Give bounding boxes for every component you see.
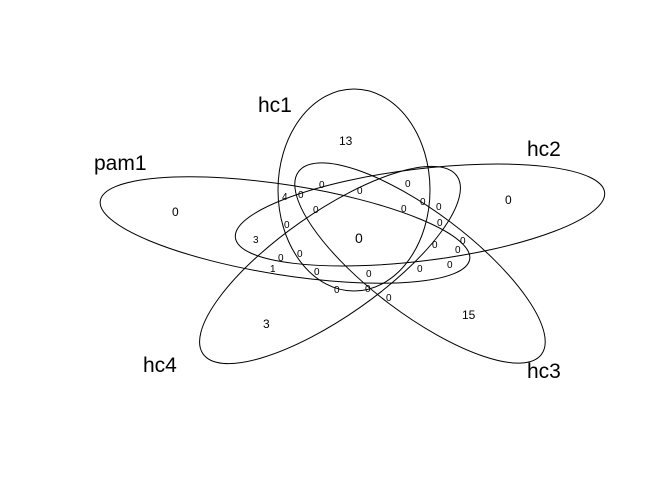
pam1-ellipse — [99, 176, 471, 284]
region-count: 1 — [270, 264, 276, 275]
region-count: 0 — [365, 284, 371, 295]
set-label-hc4: hc4 — [143, 354, 177, 377]
set-label-pam1: pam1 — [94, 152, 147, 175]
region-count: 0 — [505, 193, 512, 207]
region-count: 3 — [253, 235, 259, 246]
region-count: 0 — [172, 205, 179, 219]
region-count: 15 — [462, 308, 476, 322]
region-count: 0 — [437, 218, 443, 229]
region-count: 0 — [447, 260, 453, 271]
region-count: 0 — [334, 285, 340, 296]
region-count: 0 — [357, 186, 363, 197]
region-count: 0 — [314, 267, 320, 278]
set-label-hc2: hc2 — [527, 138, 561, 161]
region-count: 0 — [455, 245, 461, 256]
region-count: 3 — [263, 317, 270, 331]
region-count: 0 — [420, 197, 426, 208]
region-count: 0 — [298, 190, 304, 201]
region-count: 0 — [278, 253, 284, 264]
region-count: 0 — [319, 180, 325, 191]
set-label-hc1: hc1 — [258, 94, 292, 117]
set-label-hc3: hc3 — [527, 360, 561, 383]
hc2-ellipse — [234, 163, 606, 267]
region-count: 0 — [297, 249, 303, 260]
region-count: 0 — [432, 240, 438, 251]
region-count: 4 — [282, 192, 288, 203]
region-count: 0 — [436, 202, 442, 213]
region-count: 13 — [339, 134, 353, 148]
region-count: 0 — [355, 230, 363, 246]
region-count: 0 — [386, 293, 392, 304]
hc4-ellipse — [199, 165, 461, 365]
region-count: 0 — [313, 205, 319, 216]
region-count: 0 — [405, 179, 411, 190]
region-count: 0 — [401, 204, 407, 215]
region-count: 0 — [460, 236, 466, 247]
region-count: 0 — [366, 269, 372, 280]
hc1-ellipse — [277, 88, 431, 292]
hc3-ellipse — [294, 162, 546, 364]
region-count: 0 — [284, 220, 290, 231]
region-count: 0 — [417, 264, 423, 275]
